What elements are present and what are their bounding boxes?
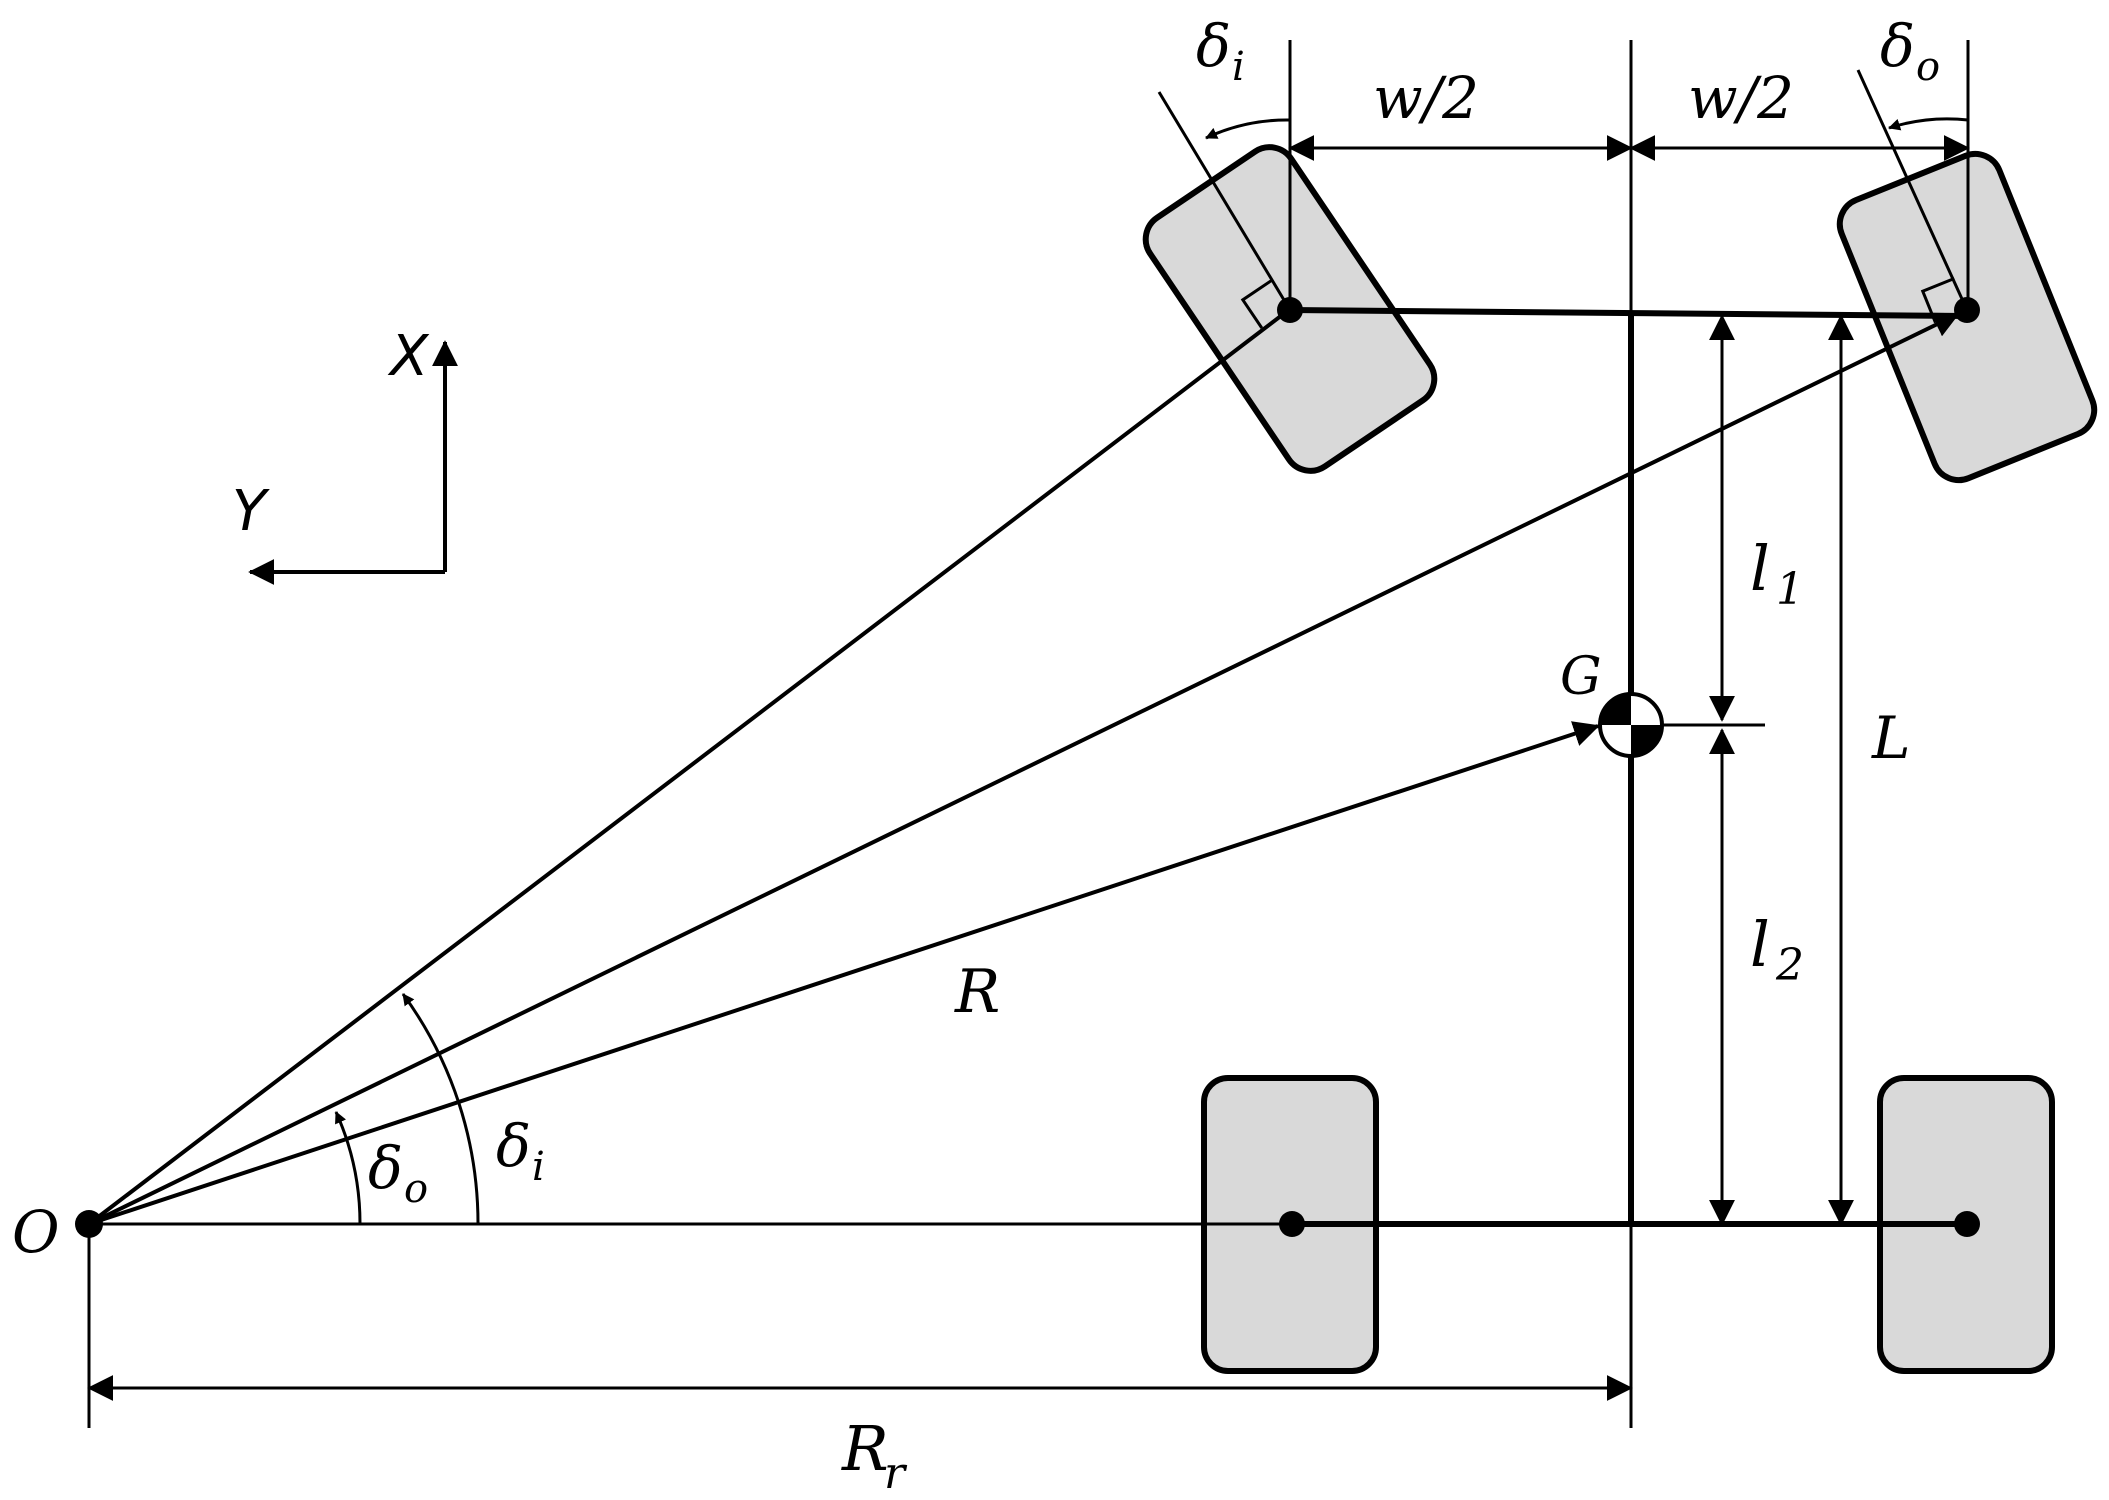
svg-text:1: 1 <box>1776 564 1804 615</box>
svg-text:δ: δ <box>496 1112 531 1180</box>
axis-x-label: X <box>387 324 430 389</box>
cg-label: G <box>1560 647 1602 707</box>
center-of-gravity-marker <box>1598 692 1765 758</box>
svg-text:l: l <box>1750 532 1770 605</box>
delta-i-top-label: δ i <box>1196 12 1245 90</box>
radius-cg-label: R <box>954 957 1000 1027</box>
svg-text:i: i <box>1232 44 1245 90</box>
origin-point <box>75 1210 103 1238</box>
svg-text:l: l <box>1750 908 1770 981</box>
svg-text:o: o <box>404 1166 428 1212</box>
svg-text:2: 2 <box>1775 940 1804 991</box>
vehicle-frame <box>1289 307 1968 1227</box>
svg-text:R: R <box>841 1412 889 1485</box>
wheel-centers <box>75 297 1980 1238</box>
origin-label: O <box>12 1198 60 1266</box>
svg-text:δ: δ <box>368 1134 403 1202</box>
right-angle-mark-left <box>1240 279 1272 329</box>
axes-indicator: X Y <box>232 324 458 585</box>
dimension-lines <box>87 40 1970 1428</box>
half-track-right-label: w/2 <box>1688 64 1794 132</box>
half-track-left-label: w/2 <box>1373 64 1479 132</box>
axis-y-label: Y <box>232 479 270 544</box>
angle-arcs <box>334 993 480 1225</box>
l1-label: l 1 <box>1750 532 1804 615</box>
wheelbase-label: L <box>1871 704 1911 772</box>
turning-rays <box>87 307 1960 1226</box>
delta-o-top-label: δ o <box>1880 12 1940 90</box>
svg-text:r: r <box>884 1448 908 1499</box>
rear-radius-label: R r <box>841 1412 908 1499</box>
svg-text:δ: δ <box>1196 12 1231 80</box>
svg-text:δ: δ <box>1880 12 1915 80</box>
right-angle-mark-right <box>1920 277 1955 324</box>
delta-i-angle-label: δ i <box>496 1112 545 1190</box>
l2-label: l 2 <box>1750 908 1804 991</box>
delta-o-angle-label: δ o <box>368 1134 428 1212</box>
svg-text:i: i <box>532 1144 545 1190</box>
svg-text:o: o <box>1916 44 1940 90</box>
